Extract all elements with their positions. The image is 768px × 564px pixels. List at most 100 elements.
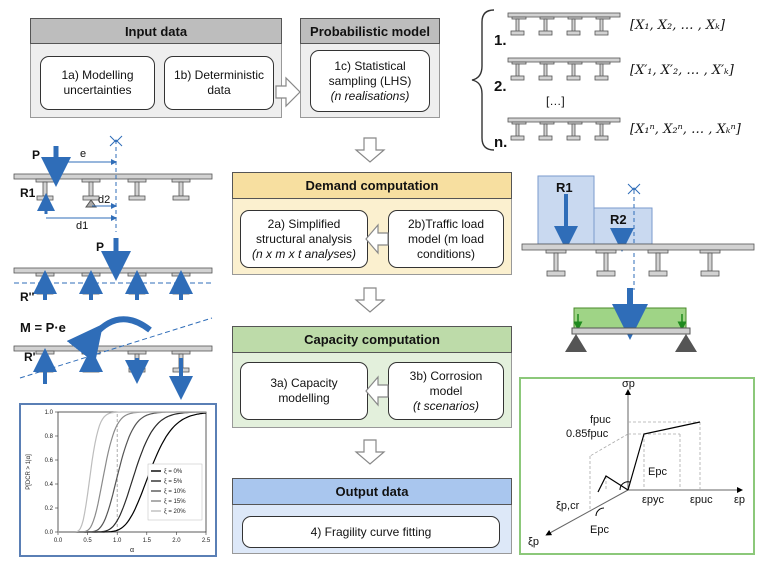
flow-arrows [275,76,389,465]
arrow-demand-to-capacity [354,287,386,313]
label-R-prime: R' [24,350,36,364]
arrow-prob-to-demand [354,137,386,163]
fragility-curve [58,411,206,533]
beam-support-left [565,334,587,352]
arrow-3b-to-3a [365,375,389,407]
beam-support-right [675,334,697,352]
legend-label: ξ = 15% [164,499,186,505]
x-tick-label: 1.0 [113,538,122,544]
modelling-uncertainties-box[interactable]: 1a) Modelling uncertainties [40,56,155,110]
realisation-n-label: n. [494,134,508,151]
realisation-n-vector: [X₁ⁿ, X₂ⁿ, … , Xₖⁿ] [630,122,741,137]
structural-analysis-line3: (n x m x t analyses) [251,246,357,261]
label-e: e [80,148,87,160]
moment-arrow [66,316,152,364]
label-sigma-p: σp [622,378,635,390]
realisation-2-vector: [X′₁, X′₂, … , X′ₖ] [630,63,734,78]
label-E-pc-bottom: Epc [590,524,609,536]
traffic-load-box[interactable]: 2b)Traffic load model (m load conditions… [388,210,504,268]
traffic-load-line2: model (m load [407,231,485,246]
reactions-Rprime [33,348,193,400]
label-eps-puc: εpuc [690,494,713,506]
corrosion-model-line3: (t scenarios) [412,398,480,413]
bridge-section-1 [507,12,621,36]
structural-analysis-box[interactable]: 2a) Simplified structural analysis (n x … [240,210,368,268]
arrow-input-to-prob [275,76,301,108]
beam [571,327,691,335]
realisations-brace [471,9,495,151]
label-R-double-prime: R'' [20,290,35,304]
statistical-sampling-line2: sampling (LHS) [328,73,412,88]
statistical-sampling-line3: (n realisations) [330,88,410,103]
y-tick-label: 0.2 [45,506,54,512]
structural-analysis-line1: 2a) Simplified [267,216,341,231]
structural-analysis-line2: structural analysis [255,231,353,246]
legend-label: ξ = 20% [164,509,186,515]
symmetry-symbol [109,135,123,147]
realisation-ellipsis: […] [546,94,565,108]
label-eps-pyc: εpyc [642,494,665,506]
bridge-section-2 [507,57,621,81]
support-right [85,199,97,208]
label-f-puc: fpuc [590,414,611,426]
x-tick-label: 2.5 [202,538,211,544]
capacity-header: Capacity computation [232,326,512,353]
realisation-1-vector: [X₁, X₂, … , Xₖ] [630,18,725,33]
arrow-2b-to-2a [365,223,389,255]
label-right-R1: R1 [556,180,573,195]
x-tick-label: 0.5 [83,538,92,544]
x-tick-label: 2.0 [172,538,181,544]
corrosion-model-line2: model [429,383,463,398]
label-P: P [32,148,41,162]
arrow-capacity-to-output [354,439,386,465]
y-tick-label: 1.0 [45,410,54,416]
fragility-chart: 0.0 0.5 1.0 1.5 2.0 2.5 0.0 0.2 0.4 0.6 0.8 1.0 α P[D… [26,410,211,554]
label-d1: d1 [76,220,89,232]
label-eps-p: εp [734,494,746,506]
left-deck-1 [13,173,213,201]
deterministic-data-box[interactable]: 1b) Deterministic data [164,56,274,110]
input-data-header: Input data [30,18,282,44]
x-axis-label: α [130,547,134,554]
y-tick-label: 0.8 [45,434,54,440]
probabilistic-model-header: Probabilistic model [300,18,440,44]
label-xi-p: ξp [528,536,540,548]
material-law-frame [519,377,755,555]
label-P2: P [96,240,105,254]
demand-header: Demand computation [232,172,512,199]
statistical-sampling-line1: 1c) Statistical [334,58,406,73]
y-tick-label: 0.4 [45,482,54,488]
right-deck [521,243,755,277]
fragility-frame [19,403,217,557]
reactions-R2dd [33,270,193,300]
realisation-2-label: 2. [494,78,507,95]
bridge-section-n [507,117,621,141]
corrosion-model-line1: 3b) Corrosion [409,368,483,383]
x-tick-label: 0.0 [54,538,63,544]
y-axis-label: P[DCR > 1|α] [26,454,32,490]
traffic-load-line1: 2b)Traffic load [407,216,485,231]
x-tick-label: 1.5 [143,538,152,544]
fragility-curve-box[interactable]: 4) Fragility curve fitting [242,516,500,548]
legend-label: ξ = 0% [164,469,183,475]
legend-label: ξ = 10% [164,489,186,495]
capacity-modelling-box[interactable]: 3a) Capacity modelling [240,362,368,420]
statistical-sampling-box[interactable]: 1c) Statistical sampling (LHS) (n realis… [310,50,430,112]
material-law-curve-top [627,421,701,491]
traffic-load-line3: conditions) [416,246,476,261]
label-f-085: 0.85fpuc [566,428,609,440]
y-tick-label: 0.6 [45,458,54,464]
y-tick-label: 0.0 [45,530,54,536]
material-law-curve-side [597,475,629,493]
legend-label: ξ = 5% [164,479,183,485]
label-right-R2: R2 [610,212,627,227]
corrosion-model-box[interactable]: 3b) Corrosion model (t scenarios) [388,362,504,420]
label-E-pc-top: Epc [648,466,667,478]
output-header: Output data [232,478,512,505]
label-xi-pcr: ξp,cr [556,500,580,512]
realisation-1-label: 1. [494,32,507,49]
label-R1: R1 [20,186,36,200]
label-d2: d2 [98,194,111,206]
label-moment: M = P·e [20,320,66,335]
